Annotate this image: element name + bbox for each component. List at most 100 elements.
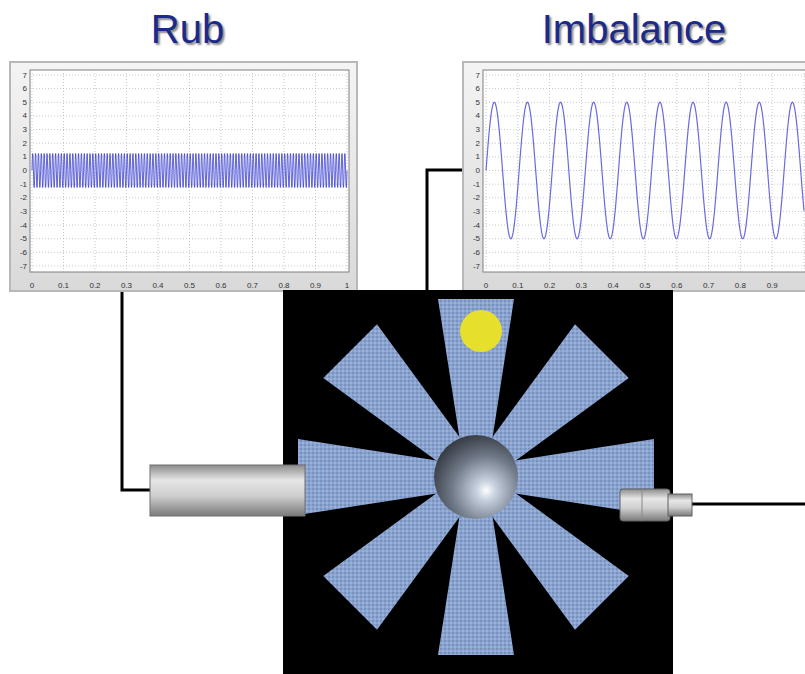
grid-line: [30, 238, 349, 239]
grid-line: [483, 211, 805, 212]
tick-label: 0.6: [671, 281, 682, 290]
tick-label: -6: [473, 248, 480, 257]
fan-blade: [490, 491, 629, 630]
rotor-background: [283, 290, 673, 674]
tick-label: 0.2: [89, 281, 100, 290]
chart-title: Imbalance: [463, 6, 805, 52]
grid-line: [483, 75, 805, 76]
tick-label: 2: [23, 139, 27, 148]
rub-signal: [32, 154, 347, 188]
tick-label: 3: [23, 125, 27, 134]
imbalance-chart: [463, 62, 805, 291]
grid-line: [483, 129, 805, 130]
grid-line: [30, 197, 349, 198]
grid-line: [483, 184, 805, 185]
chart-panel: Rub: [10, 6, 365, 52]
vibration-sensor: [620, 489, 692, 521]
hub: [434, 435, 518, 519]
rub-chart: [10, 62, 357, 291]
tick-label: 0.5: [639, 281, 650, 290]
grid-line: [804, 70, 805, 272]
tick-label: 0.7: [703, 281, 714, 290]
tick-label: 6: [476, 84, 480, 93]
fan-blade: [438, 513, 514, 655]
wire: [690, 503, 805, 506]
tick-label: -1: [473, 180, 480, 189]
grid-line: [30, 143, 349, 144]
grid-line: [30, 252, 349, 253]
plot-area: [30, 70, 349, 272]
plot-area: [483, 70, 805, 272]
grid-line: [740, 70, 741, 272]
tick-label: 6: [23, 84, 27, 93]
tick-label: 1: [476, 152, 480, 161]
tick-label: -6: [20, 248, 27, 257]
grid-line: [483, 170, 805, 171]
fan-blade: [438, 299, 514, 441]
sensor-ridge: [642, 489, 643, 521]
grid-line: [549, 70, 550, 272]
chart-frame: [10, 62, 357, 291]
tick-label: -1: [20, 180, 27, 189]
tick-label: -7: [20, 262, 27, 271]
grid-line: [32, 70, 33, 272]
grid-line: [30, 75, 349, 76]
tick-label: 0.8: [735, 281, 746, 290]
tick-label: 7: [23, 71, 27, 80]
grid-line: [581, 70, 582, 272]
tick-label: 2: [476, 139, 480, 148]
grid-line: [483, 88, 805, 89]
grid-line: [483, 252, 805, 253]
chart-panel: Imbalance: [463, 6, 805, 52]
imbalance-weight: [460, 310, 502, 352]
tick-label: 0.3: [121, 281, 132, 290]
fan-blade: [323, 324, 462, 463]
grid-line: [645, 70, 646, 272]
grid-line: [30, 211, 349, 212]
tick-label: 3: [476, 125, 480, 134]
tick-label: 1: [23, 152, 27, 161]
tick-label: -7: [473, 262, 480, 271]
grid-line: [483, 102, 805, 103]
tick-label: 0.5: [184, 281, 195, 290]
tick-label: -5: [473, 234, 480, 243]
chart-frame: [463, 62, 805, 291]
grid-line: [483, 156, 805, 157]
sensor-body: [620, 489, 670, 521]
grid-line: [483, 197, 805, 198]
tick-label: 5: [476, 98, 480, 107]
grid-line: [30, 266, 349, 267]
tick-label: 0.3: [576, 281, 587, 290]
grid-line: [613, 70, 614, 272]
tick-label: 0.9: [310, 281, 321, 290]
tick-label: 0.4: [608, 281, 619, 290]
tick-label: 0.1: [512, 281, 523, 290]
grid-line: [772, 70, 773, 272]
grid-line: [30, 225, 349, 226]
tick-label: -3: [473, 207, 480, 216]
tick-label: -4: [473, 221, 480, 230]
tick-label: 4: [476, 111, 480, 120]
grid-line: [30, 88, 349, 89]
fan-blade: [323, 491, 462, 630]
tick-label: -5: [20, 234, 27, 243]
tick-label: -4: [20, 221, 27, 230]
tick-label: 5: [23, 98, 27, 107]
sensor-connector: [668, 494, 692, 516]
grid-line: [708, 70, 709, 272]
grid-line: [30, 102, 349, 103]
tick-label: 1: [345, 281, 349, 290]
tick-label: 0: [476, 166, 480, 175]
chart-title: Rub: [10, 6, 365, 52]
fan-blades: [298, 299, 654, 655]
rub-probe: [150, 465, 305, 516]
tick-label: -2: [473, 193, 480, 202]
tick-label: 0.1: [58, 281, 69, 290]
imbalance-signal: [486, 102, 804, 238]
grid-line: [483, 143, 805, 144]
grid-line: [486, 70, 487, 272]
tick-label: 0: [23, 166, 27, 175]
tick-label: 0.8: [278, 281, 289, 290]
tick-label: 0.6: [215, 281, 226, 290]
